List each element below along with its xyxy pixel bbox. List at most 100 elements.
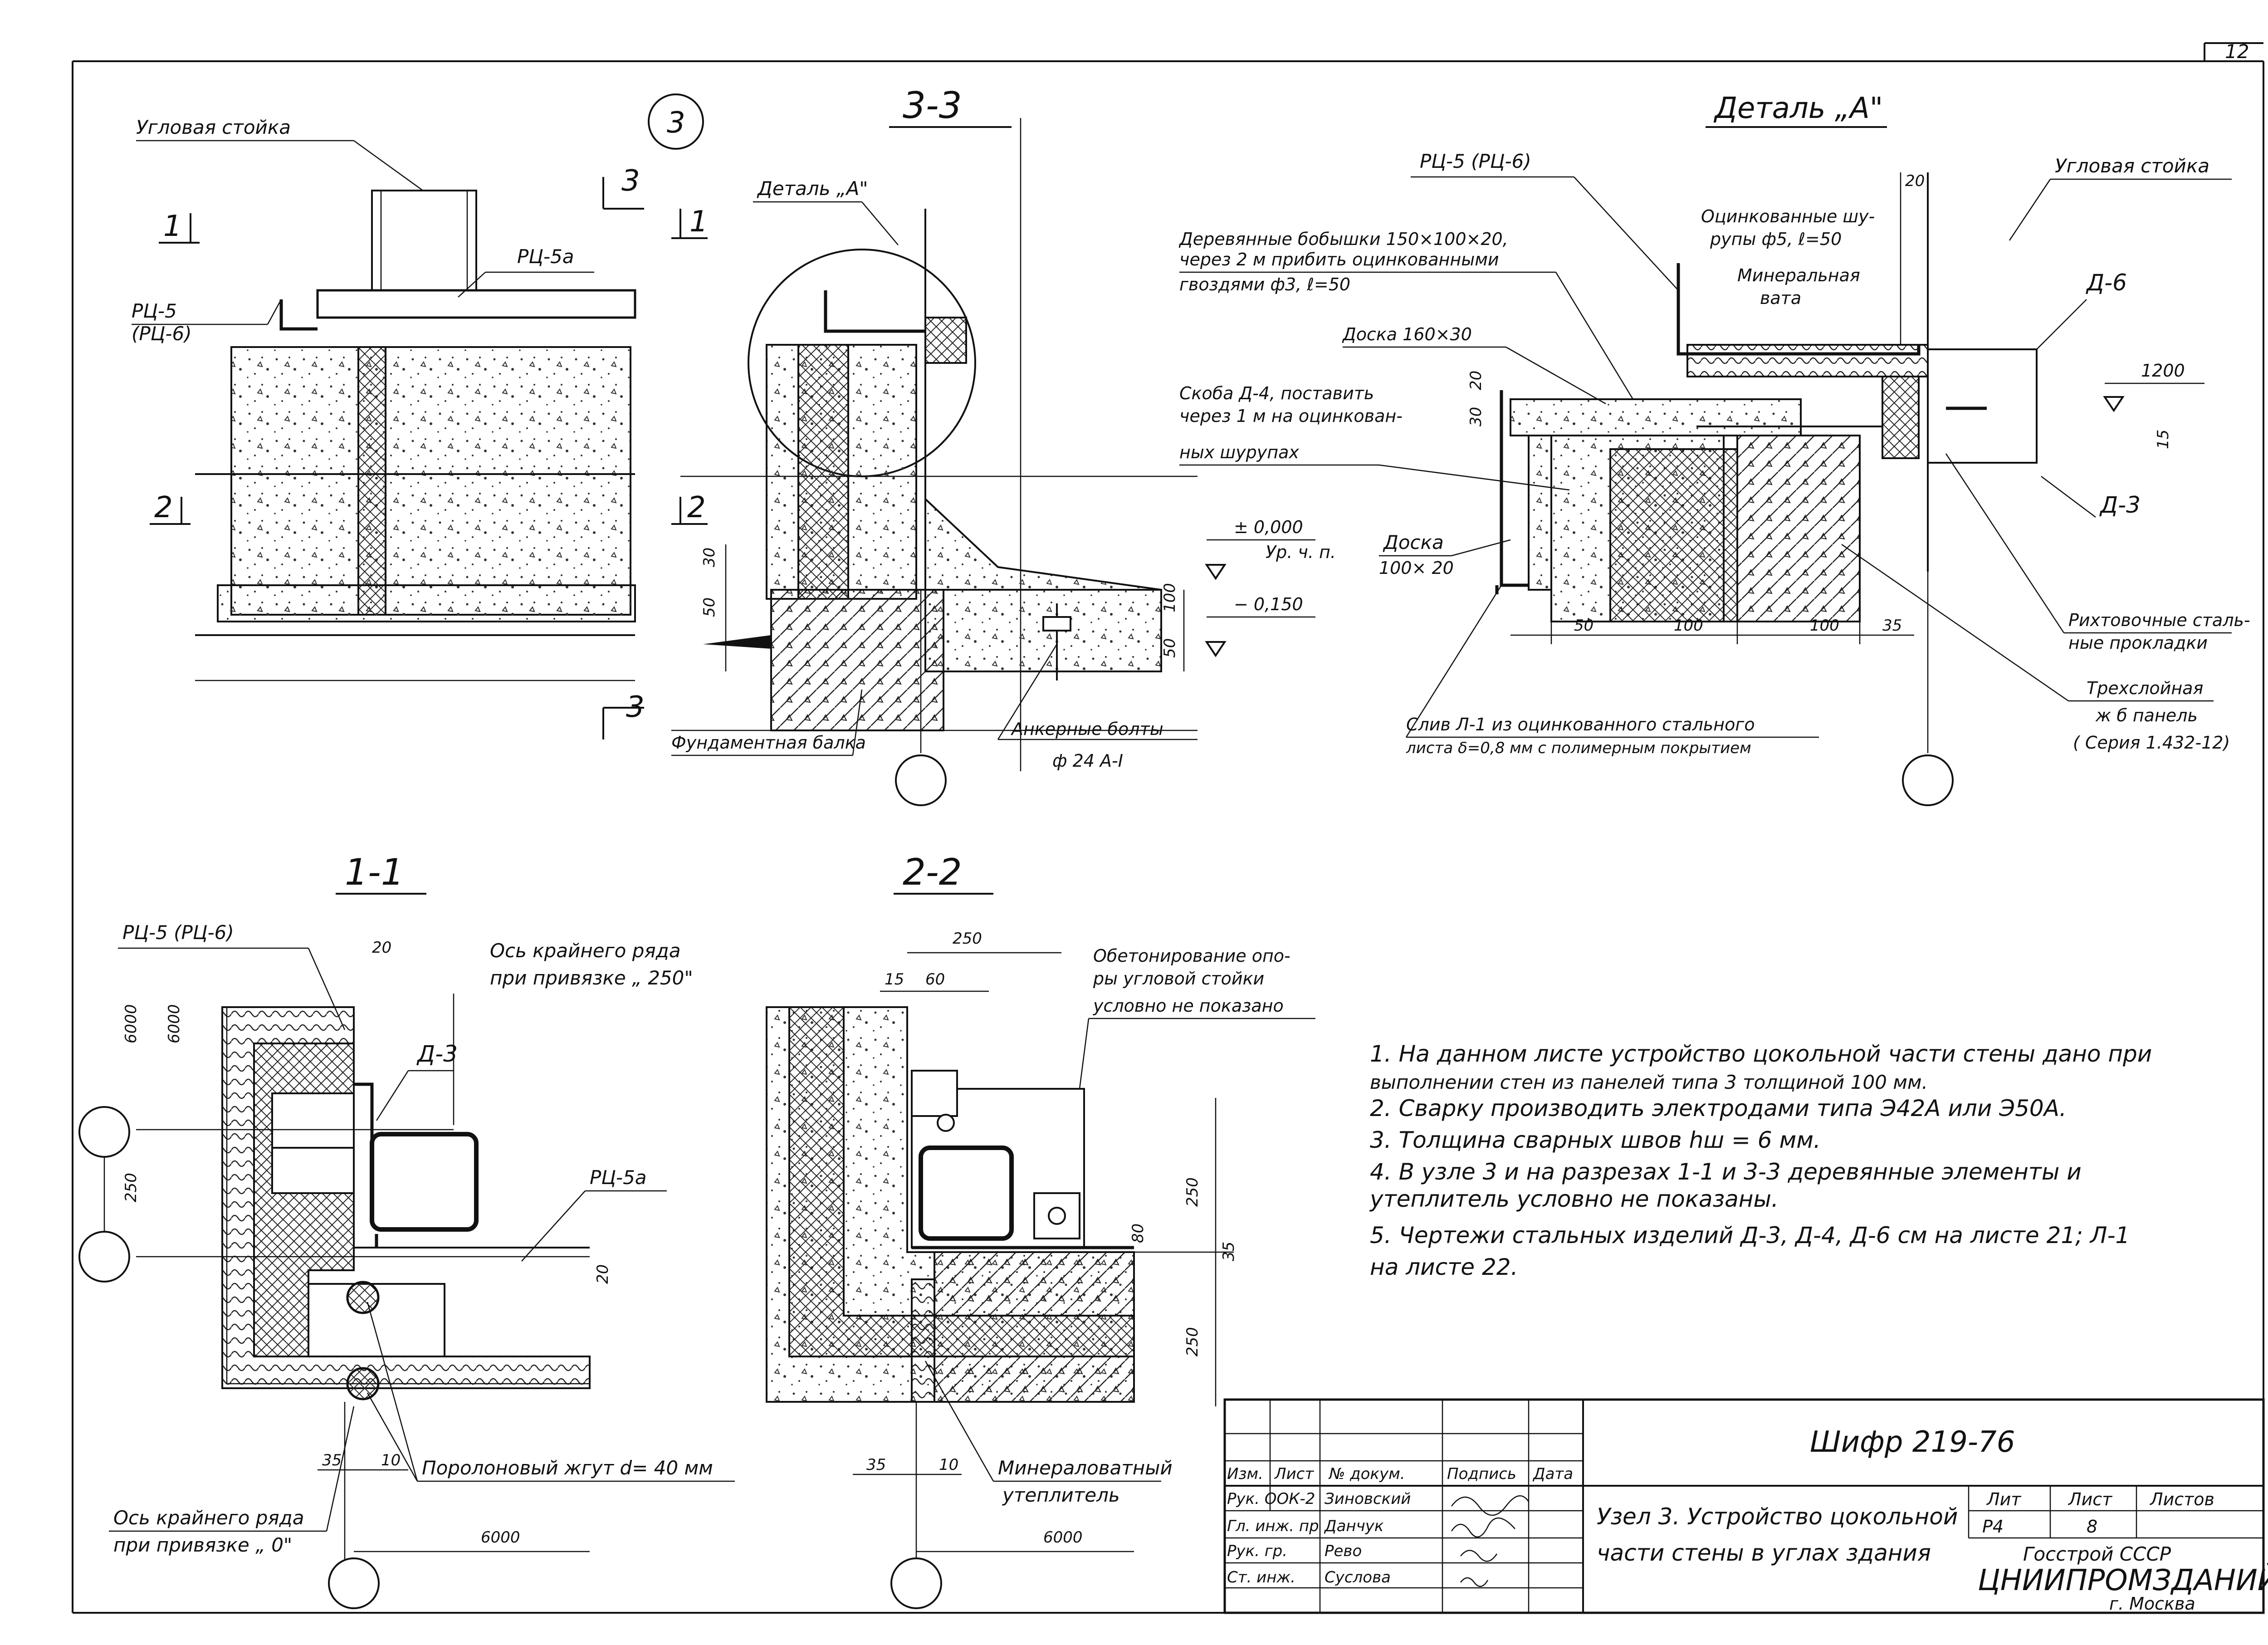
node-number-circle <box>648 93 704 150</box>
board-100-2: 100× 20 <box>1379 558 1454 578</box>
d6-label: Д-6 <box>2086 269 2127 296</box>
cut-2-left: 2 <box>154 491 173 524</box>
section-2-2: 2-2 250 15 60 Обетонирование опо- ры угл… <box>766 851 1315 1609</box>
cut-3-top: 3 <box>621 164 640 198</box>
dim-60-22: 60 <box>925 970 945 989</box>
mineral-wool-2: вата <box>1760 288 1801 308</box>
dim-250-22: 250 <box>953 930 982 948</box>
title-block: Шифр 219-76 Изм. Лист № докум. Подпись Д… <box>1223 1398 2268 1614</box>
panel-1: Трехслойная <box>2087 678 2203 698</box>
rc5-label: РЦ-5 <box>132 300 177 322</box>
level-minus: − 0,150 <box>1234 594 1303 614</box>
corner-post-label: Угловая стойка <box>136 116 291 138</box>
shim-2: ные прокладки <box>2068 633 2208 653</box>
general-notes: 1. На данном листе устройство цокольной … <box>1369 1041 2152 1280</box>
shim-1: Рихтовочные сталь- <box>2068 610 2250 630</box>
dim-50b: 50 <box>1161 638 1179 658</box>
dim-100b: 100 <box>1810 617 1839 635</box>
dim-6000-22: 6000 <box>1043 1528 1083 1547</box>
galv-screws-2: рупы ф5, ℓ=50 <box>1710 229 1842 249</box>
stage-value: Р4 <box>1982 1517 2004 1537</box>
rc5a-label: РЦ-5а <box>517 245 574 268</box>
dim-50-a: 50 <box>1574 617 1593 635</box>
section-1-1: 1-1 РЦ-5 (РЦ-6) 20 Ось крайнего ряда при… <box>78 851 735 1609</box>
wood-blocks-1: Деревянные бобышки 150×100×20, <box>1178 229 1508 249</box>
dim-15-a: 15 <box>2154 430 2172 449</box>
dim-100a: 100 <box>1674 617 1703 635</box>
bracket-2: через 1 м на оцинкован- <box>1179 406 1403 426</box>
detail-a-ref: Деталь „А" <box>757 177 868 200</box>
wood-blocks-3: гвоздями ф3, ℓ=50 <box>1179 274 1350 294</box>
rc56-label: РЦ-5 (РЦ-6) <box>1420 150 1531 172</box>
anchor-bolts-label: Анкерные болты <box>1010 719 1163 739</box>
dim-250c-22: 250 <box>1183 1327 1202 1356</box>
note-line-5: 4. В узле 3 и на разрезах 1-1 и 3-3 дере… <box>1370 1159 2082 1185</box>
note-line-8: на листе 22. <box>1370 1254 1518 1280</box>
head-signature: Подпись <box>1447 1465 1516 1483</box>
cord-label: Поролоновый жгут d= 40 мм <box>422 1457 713 1479</box>
bracket-1: Скоба Д-4, поставить <box>1179 383 1374 403</box>
org-3: г. Москва <box>2109 1594 2195 1614</box>
dim-35-22: 35 <box>1220 1242 1238 1261</box>
mw-1: Минераловатный <box>998 1457 1173 1479</box>
axis0-2: при привязке „ 0" <box>113 1534 292 1556</box>
row-role-2: Гл. инж. пр <box>1227 1517 1319 1535</box>
sheet-label: Лист <box>2068 1489 2113 1509</box>
rc6-label: (РЦ-6) <box>132 323 192 345</box>
cut-2-right: 2 <box>687 491 706 524</box>
panel-2: ж б панель <box>2095 705 2198 725</box>
dim-10-11: 10 <box>381 1451 401 1469</box>
foundation-beam-label: Фундаментная балка <box>671 733 866 753</box>
dim-35-a: 35 <box>1882 617 1902 635</box>
drawing-title-2: части стены в углах здания <box>1597 1540 1931 1566</box>
drip-2: листа δ=0,8 мм с полимерным покрытием <box>1406 739 1751 757</box>
dim-50: 50 <box>700 597 719 617</box>
axis-note-1: Ось крайнего ряда <box>490 940 680 962</box>
sheet-frame: 12 <box>72 40 2264 1614</box>
level-1200: 1200 <box>2141 361 2185 381</box>
org-1: Госстрой СССР <box>2023 1543 2171 1565</box>
dim-20-top: 20 <box>1905 172 1925 190</box>
dim-20-a: 20 <box>1467 371 1485 390</box>
wood-blocks-2: через 2 м прибить оцинкованными <box>1179 250 1499 269</box>
mw-2: утеплитель <box>1002 1484 1120 1506</box>
mineral-wool-1: Минеральная <box>1737 265 1860 285</box>
detail-a-title: Деталь „А" <box>1713 92 1883 125</box>
galv-screws-1: Оцинкованные шу- <box>1701 206 1875 226</box>
row-name-4: Суслова <box>1325 1568 1391 1586</box>
head-sheet: Лист <box>1274 1465 1314 1483</box>
signature-3 <box>1460 1550 1498 1562</box>
concrete-note-1: Обетонирование опо- <box>1093 946 1290 966</box>
dim-6000b: 6000 <box>165 1004 183 1043</box>
head-change: Изм. <box>1227 1465 1263 1483</box>
dim-35-11: 35 <box>322 1451 342 1469</box>
dim-80-22: 80 <box>1129 1224 1147 1243</box>
section-3-3: 3-3 Деталь „А" ± 0,000 Ур. ч. п. − 0,150 <box>671 84 1336 806</box>
drawing-title-1: Узел 3. Устройство цокольной <box>1597 1503 1958 1530</box>
dim-20b-11: 20 <box>594 1264 612 1284</box>
board-100-1: Доска <box>1383 531 1444 553</box>
dim-250b-22: 250 <box>1183 1177 1202 1207</box>
sheets-label: Листов <box>2149 1489 2214 1509</box>
dim-10-22: 10 <box>939 1456 958 1474</box>
dim-6000c: 6000 <box>481 1528 520 1547</box>
drip-1: Слив Л-1 из оцинкованного стального <box>1406 715 1755 734</box>
cut-1-right: 1 <box>689 205 708 239</box>
section-2-2-title: 2-2 <box>903 851 962 893</box>
d3-label-11: Д-3 <box>416 1041 458 1067</box>
detail-a: Деталь „А" РЦ-5 (РЦ-6) 20 Угловая стойка… <box>1178 92 2250 806</box>
row-role-4: Ст. инж. <box>1227 1568 1295 1586</box>
dim-30-a: 30 <box>1467 407 1485 426</box>
rc5a-label-11: РЦ-5а <box>590 1166 647 1189</box>
level-zero: ± 0,000 <box>1234 517 1303 537</box>
node-number: 3 <box>667 106 685 140</box>
note-line-4: 3. Толщина сварных швов hш = 6 мм. <box>1370 1127 1821 1153</box>
level-zero-sub: Ур. ч. п. <box>1266 542 1336 562</box>
note-line-6: утеплитель условно не показаны. <box>1369 1186 1779 1212</box>
note-line-3: 2. Сварку производить электродами типа Э… <box>1370 1095 2067 1121</box>
section-3-3-title: 3-3 <box>903 84 962 127</box>
head-doc: № докум. <box>1328 1465 1405 1483</box>
note-line-7: 5. Чертежи стальных изделий Д-3, Д-4, Д-… <box>1370 1222 2130 1248</box>
node-3-plan: 3 Угловая стойка РЦ-5а РЦ-5 (РЦ-6) 1 1 <box>132 93 708 739</box>
